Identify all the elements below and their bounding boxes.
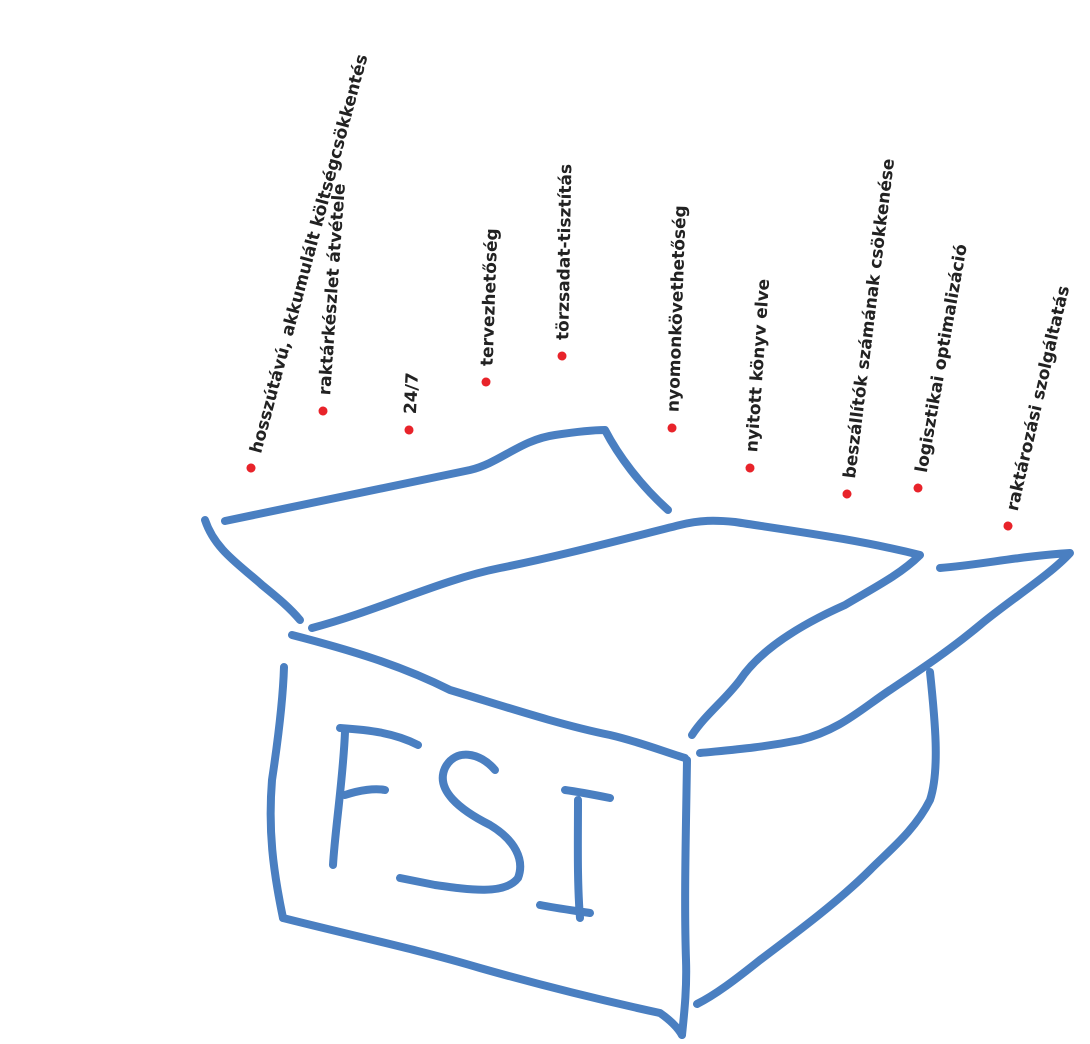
open-box-drawing <box>201 426 1074 1039</box>
benefit-label-text: tervezhetőség <box>478 228 503 366</box>
benefit-label: hosszútávú, akkumulált költségcsökkentés <box>246 52 372 473</box>
box-bottom <box>279 914 686 1039</box>
box-flap-right <box>696 549 1074 757</box>
benefit-label: tervezhetőség <box>478 228 503 387</box>
bullet-dot <box>557 351 567 361</box>
box-rim-back <box>308 516 924 739</box>
benefit-label-text: nyomonkövethetőség <box>664 205 691 412</box>
benefit-labels: hosszútávú, akkumulált költségcsökkentés… <box>246 52 1074 531</box>
bullet-dot <box>913 483 923 493</box>
box-lettering-fsi <box>329 724 614 922</box>
benefit-label: raktározási szolgáltatás <box>1003 284 1074 531</box>
box-front-edge <box>678 756 691 1039</box>
bullet-dot <box>667 423 677 433</box>
benefit-label-text: beszállítók számának csökkenése <box>840 157 899 479</box>
letter-i <box>536 786 614 922</box>
bullet-dot <box>246 463 256 473</box>
letter-f <box>329 724 422 869</box>
bullet-dot <box>745 463 755 473</box>
benefit-label-text: 24/7 <box>401 372 423 415</box>
benefit-label-text: törzsadat-tisztítás <box>553 164 576 340</box>
benefit-label-text: raktározási szolgáltatás <box>1003 284 1074 513</box>
box-right-side <box>693 668 940 1008</box>
bullet-dot <box>318 406 328 416</box>
benefit-label: 24/7 <box>401 372 423 435</box>
box-flap-side <box>201 516 304 624</box>
bullet-dot <box>842 489 852 499</box>
benefit-label: beszállítók számának csökkenése <box>840 157 899 499</box>
benefit-label: nyitott könyv elve <box>742 278 774 473</box>
benefit-label: törzsadat-tisztítás <box>553 164 576 361</box>
benefit-label: nyomonkövethetőség <box>664 205 691 433</box>
benefit-label-text: logisztikai optimalizáció <box>912 243 972 475</box>
bullet-dot <box>1003 521 1013 531</box>
bullet-dot <box>404 425 414 435</box>
box-flap-left <box>221 426 672 525</box>
benefit-label-text: hosszútávú, akkumulált költségcsökkentés <box>246 52 372 455</box>
box-top-front <box>288 631 689 762</box>
letter-s <box>396 750 525 894</box>
bullet-dot <box>481 377 491 387</box>
box-left-side <box>266 663 288 922</box>
benefit-label-text: nyitott könyv elve <box>742 278 774 453</box>
benefit-label: logisztikai optimalizáció <box>912 243 972 493</box>
